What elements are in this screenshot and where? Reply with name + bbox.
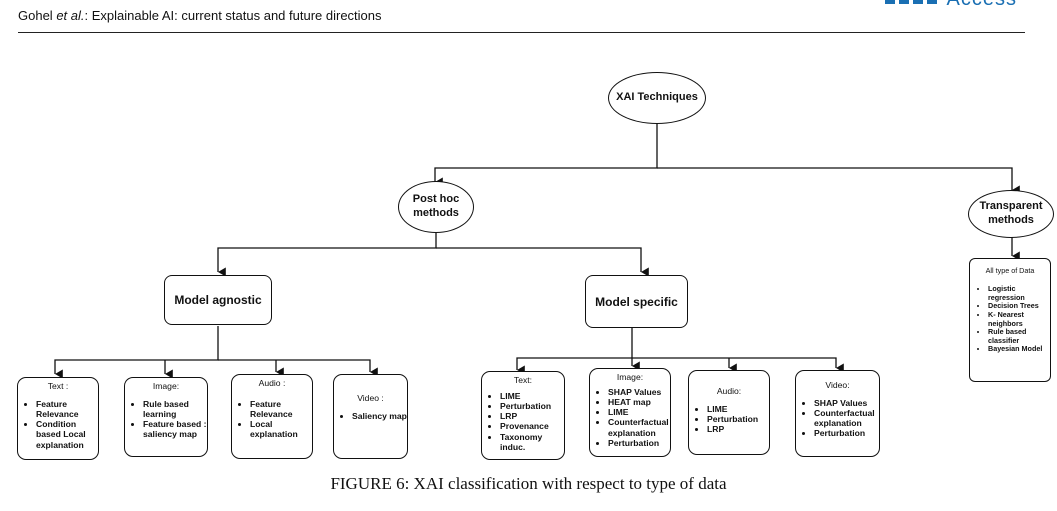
list-item: Saliency map: [352, 411, 407, 421]
list-item: Perturbation: [500, 401, 564, 411]
list-item: Bayesian Model: [988, 345, 1050, 354]
leaf-title: Image:: [152, 381, 180, 391]
list-item: Condition based Local explanation: [36, 419, 98, 449]
header-rule: [18, 32, 1025, 33]
leaf-title: Text:: [513, 375, 533, 385]
post-hoc-node: Post hoc methods: [398, 181, 474, 233]
list-item: Rule based classifier: [988, 327, 1050, 345]
list-item: HEAT map: [608, 397, 670, 407]
list-item: Perturbation: [608, 438, 670, 448]
leaf-title: Audio:: [716, 386, 742, 396]
agnostic-video-leaf: Video : Saliency map: [333, 374, 408, 459]
list-item: LIME: [608, 407, 670, 417]
header-author: Gohel: [18, 8, 53, 23]
list-item: SHAP Values: [608, 387, 670, 397]
specific-video-leaf: Video: SHAP Values Counterfactual explan…: [795, 370, 880, 457]
leaf-title: Text :: [47, 381, 69, 391]
model-agnostic-node: Model agnostic: [164, 275, 272, 325]
leaf-title: Audio :: [258, 378, 286, 388]
xai-techniques-node: XAI Techniques: [608, 72, 706, 124]
list-item: Counterfactual explanation: [814, 408, 879, 428]
specific-image-leaf: Image: SHAP Values HEAT map LIME Counter…: [589, 368, 671, 457]
list-item: LRP: [500, 411, 564, 421]
list-item: Decision Trees: [988, 302, 1050, 311]
agnostic-text-leaf: Text : Feature Relevance Condition based…: [17, 377, 99, 460]
list-item: Feature Relevance: [250, 399, 312, 419]
list-item: Logistic regression: [988, 284, 1050, 302]
list-item: Taxonomy induc.: [500, 432, 564, 452]
specific-audio-leaf: Audio: LIME Perturbation LRP: [688, 370, 770, 455]
transparent-node: Transparent methods: [968, 190, 1054, 238]
list-item: Perturbation: [814, 428, 879, 438]
specific-text-leaf: Text: LIME Perturbation LRP Provenance T…: [481, 371, 565, 460]
list-item: Local explanation: [250, 419, 312, 439]
header-title: : Explainable AI: current status and fut…: [84, 8, 382, 23]
list-item: Feature Relevance: [36, 399, 98, 419]
leaf-title: Video:: [825, 380, 850, 390]
agnostic-image-leaf: Image: Rule based learning Feature based…: [124, 377, 208, 457]
list-item: LIME: [707, 404, 769, 414]
list-item: Counterfactual explanation: [608, 417, 670, 437]
list-item: LRP: [707, 424, 769, 434]
leaf-title: Image:: [616, 372, 644, 382]
list-item: LIME: [500, 391, 564, 401]
list-item: Rule based learning: [143, 399, 207, 419]
leaf-title: Video :: [357, 393, 384, 403]
leaf-title: All type of Data: [985, 266, 1035, 275]
list-item: SHAP Values: [814, 398, 879, 408]
list-item: Perturbation: [707, 414, 769, 424]
running-header: Gohel et al.: Explainable AI: current st…: [18, 8, 382, 23]
list-item: Feature based : saliency map: [143, 419, 207, 439]
ieee-logo-icon: [885, 0, 937, 4]
list-item: Provenance: [500, 421, 564, 431]
header-etal: et al.: [56, 8, 85, 23]
list-item: K- Nearest neighbors: [988, 310, 1050, 328]
transparent-data-leaf: All type of Data Logistic regression Dec…: [969, 258, 1051, 382]
model-specific-node: Model specific: [585, 275, 688, 328]
figure-caption: FIGURE 6: XAI classification with respec…: [330, 474, 727, 493]
agnostic-audio-leaf: Audio : Feature Relevance Local explanat…: [231, 374, 313, 459]
journal-logo: Access: [947, 0, 1017, 11]
